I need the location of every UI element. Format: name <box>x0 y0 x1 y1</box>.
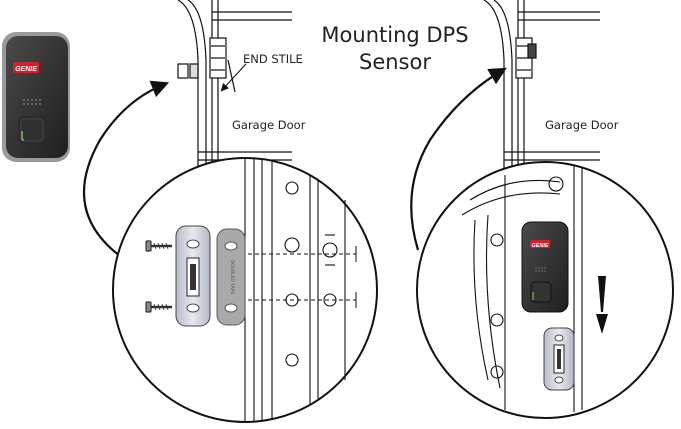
right-curved-arrow <box>410 67 507 251</box>
mounted-dps-sensor: GENIE <box>521 221 569 313</box>
title-line-1: Mounting DPS <box>321 23 469 47</box>
mounting-bracket <box>175 225 211 327</box>
tape-text: DOUBLED TAPE <box>229 260 235 295</box>
brand-text: GENIE <box>15 66 37 73</box>
right-detail-circle: GENIE <box>416 161 674 419</box>
title-line-2: Sensor <box>359 50 431 74</box>
left-curved-arrow <box>82 80 170 257</box>
slide-down-arrow <box>596 276 608 334</box>
mounted-brand-text: GENIE <box>531 243 548 249</box>
dps-sensor-product-image: GENIE <box>2 32 70 162</box>
right-door-frame <box>483 0 600 170</box>
diagram-title: Mounting DPS Sensor <box>315 22 475 76</box>
end-stile-leader <box>220 63 247 92</box>
mounted-bracket <box>543 327 575 391</box>
garage-door-label-left: Garage Door <box>232 118 306 132</box>
double-sided-tape: DOUBLED TAPE <box>216 228 246 326</box>
left-door-frame <box>177 0 292 170</box>
screws <box>145 240 172 313</box>
end-stile-label: END STILE <box>243 52 303 66</box>
garage-door-label-right: Garage Door <box>545 118 619 132</box>
brand-badge <box>13 62 39 73</box>
